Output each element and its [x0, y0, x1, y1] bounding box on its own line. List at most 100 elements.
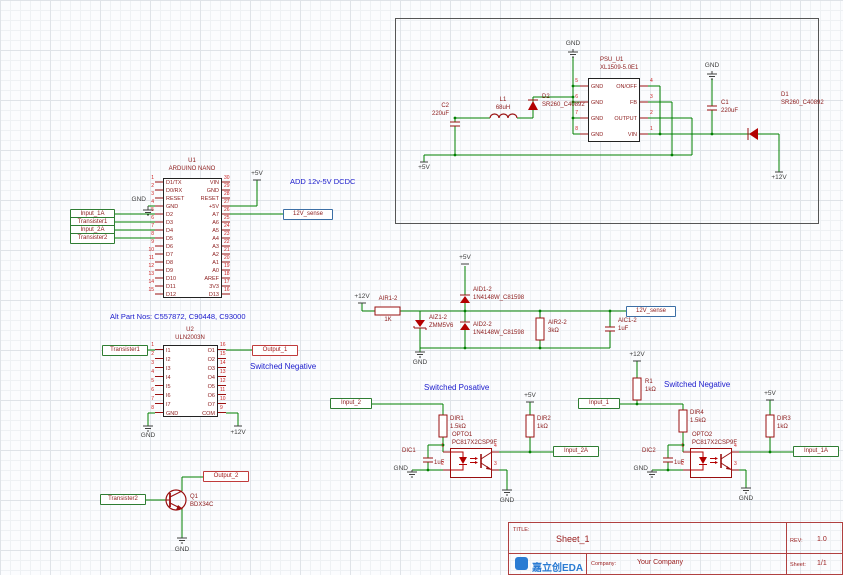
p5v-net-label: +5V [251, 170, 263, 177]
alt-parts-note[interactable]: Alt Part Nos: C557872, C90448, C93000 [110, 312, 246, 321]
pin-name-right: RESET [200, 196, 219, 202]
gnd-net-label: GND [412, 359, 428, 366]
dir2-ref[interactable]: DIR2 [537, 416, 551, 422]
resistor-AIR2-2 [535, 317, 545, 341]
inductor-L1 [489, 113, 518, 119]
psu-ref[interactable]: PSU_U1 [600, 57, 624, 63]
c2-ref[interactable]: C2 [441, 103, 449, 109]
easyeda-logo-icon [515, 557, 528, 570]
d2-ref[interactable]: D2 [542, 94, 550, 100]
pin-number: 7 [575, 110, 578, 116]
dic2-value: 1uF [674, 460, 685, 466]
c1-ref[interactable]: C1 [721, 100, 729, 106]
net-tag-12v-sense[interactable]: 12V_sense [283, 209, 333, 220]
aid2-ref[interactable]: AID2-2 [473, 322, 492, 328]
q1-ref[interactable]: Q1 [190, 494, 199, 500]
pin-number: 2 [441, 461, 444, 467]
gnd-net-label: GND [174, 546, 190, 553]
dir3-ref[interactable]: DIR3 [777, 416, 791, 422]
pin-number: 1 [441, 443, 444, 449]
p5v-net-label: +5V [764, 390, 776, 397]
aid1-ref[interactable]: AID1-2 [473, 287, 492, 293]
pin-number: 2 [151, 351, 154, 357]
d1-ref[interactable]: D1 [781, 92, 789, 98]
dcdc-note[interactable]: ADD 12v-5V DCDC [290, 177, 356, 186]
pin-number: 4 [650, 78, 653, 84]
pin-name-left: I1 [166, 347, 171, 354]
pin-row: D5 A4 [164, 235, 221, 243]
switched-negative-note[interactable]: Switched Negative [250, 362, 317, 371]
r1-ref[interactable]: R1 [645, 379, 653, 385]
pin-number: 5 [151, 207, 154, 213]
net-tag-input-2[interactable]: Input_2 [330, 398, 372, 409]
psu-chip[interactable]: GND ON/OFF GND FB GND OUTPUT GND VIN [588, 78, 640, 142]
net-tag-input-1a[interactable]: Input_1A [793, 446, 839, 457]
dic1-ref[interactable]: DIC1 [402, 448, 416, 454]
rev-value[interactable]: 1.0 [817, 536, 827, 543]
switched-negative-note[interactable]: Switched Negative [664, 380, 731, 389]
pin-number: 3 [734, 461, 737, 467]
uln-chip[interactable]: I1 O1 I2 O2 I3 O3 I4 O4 I5 O5 I6 O6 I7 O… [163, 345, 218, 417]
u2-ref[interactable]: U2 [186, 327, 194, 333]
dir4-ref[interactable]: DIR4 [690, 410, 704, 416]
gnd-net-label: GND [131, 196, 146, 203]
pin-number: 2 [151, 183, 154, 189]
l1-value: 68uH [495, 105, 511, 111]
arduino-pin-stubs-left [155, 178, 163, 298]
net-tag-transister2[interactable]: Transister2 [70, 233, 115, 244]
pin-name-right: A1 [212, 260, 219, 266]
net-tag-output-1[interactable]: Output_1 [252, 345, 298, 356]
l1-ref[interactable]: L1 [499, 97, 507, 103]
switched-posative-note[interactable]: Switched Posative [424, 383, 490, 392]
pin-number: 6 [575, 94, 578, 100]
aiz-ref[interactable]: AIZ1-2 [429, 315, 448, 321]
diode-D2 [528, 101, 538, 110]
aic1-ref[interactable]: AIC1-2 [618, 318, 637, 324]
sheet-value[interactable]: 1/1 [817, 560, 827, 567]
optocoupler-symbol [443, 448, 499, 478]
gnd-net-label: GND [633, 465, 648, 472]
gnd-net-label: GND [565, 40, 581, 47]
sheet-title[interactable]: Sheet_1 [556, 534, 590, 544]
p12v-net-label: +12V [230, 429, 246, 436]
psu-pin-stubs-left [580, 78, 588, 142]
zener-AIZ1-2 [415, 320, 425, 327]
pin-name-right: 3V3 [209, 284, 219, 290]
u1-ref[interactable]: U1 [188, 158, 196, 164]
pin-name-left: GND [166, 410, 179, 417]
aid1-value: 1N4148W_C81598 [473, 295, 525, 301]
company-value[interactable]: Your Company [637, 559, 684, 566]
pin-row: D9 A0 [164, 267, 221, 275]
transistor-Q1 [165, 489, 187, 511]
easyeda-logo-text: 嘉立创EDA [532, 563, 584, 574]
psu-pin-stubs-right [640, 78, 648, 142]
dir1-ref[interactable]: DIR1 [450, 416, 464, 422]
net-tag-input-2a[interactable]: Input_2A [553, 446, 599, 457]
pin-row: I7 O7 [164, 400, 217, 409]
net-tag-input-1[interactable]: Input_1 [578, 398, 620, 409]
net-tag-transister2[interactable]: Transister2 [100, 494, 146, 505]
pin-number: 8 [575, 126, 578, 132]
air1-ref[interactable]: AIR1-2 [378, 296, 398, 302]
gnd-net-label: GND [704, 62, 720, 69]
pin-number: 7 [151, 396, 154, 402]
c2-value: 220uF [431, 111, 449, 117]
p12v-net-label: +12V [354, 293, 370, 300]
net-tag-12v-sense[interactable]: 12V_sense [626, 306, 676, 317]
aic1-value: 1uF [618, 326, 629, 332]
net-tag-output-2[interactable]: Output_2 [203, 471, 249, 482]
opto2-ref[interactable]: OPTO2 [692, 432, 713, 438]
air2-ref[interactable]: AIR2-2 [548, 320, 567, 326]
dic2-ref[interactable]: DIC2 [642, 448, 656, 454]
arduino-chip[interactable]: D1/TX VIN D0/RX GND RESET RESET GND +5V … [163, 178, 222, 298]
psu-part: XL1509-5.0E1 [600, 65, 639, 71]
pin-row: I5 O5 [164, 382, 217, 391]
net-tag-transister1[interactable]: Transister1 [102, 345, 148, 356]
opto1-ref[interactable]: OPTO1 [452, 432, 473, 438]
resistor-AIR1-2 [374, 306, 401, 316]
title-block[interactable]: TITLE: Sheet_1 REV: 1.0 Company: Your Co… [508, 522, 843, 575]
pin-number: 6 [151, 215, 154, 221]
diode-bodies [415, 101, 758, 330]
pin-name-right: A4 [212, 236, 219, 242]
